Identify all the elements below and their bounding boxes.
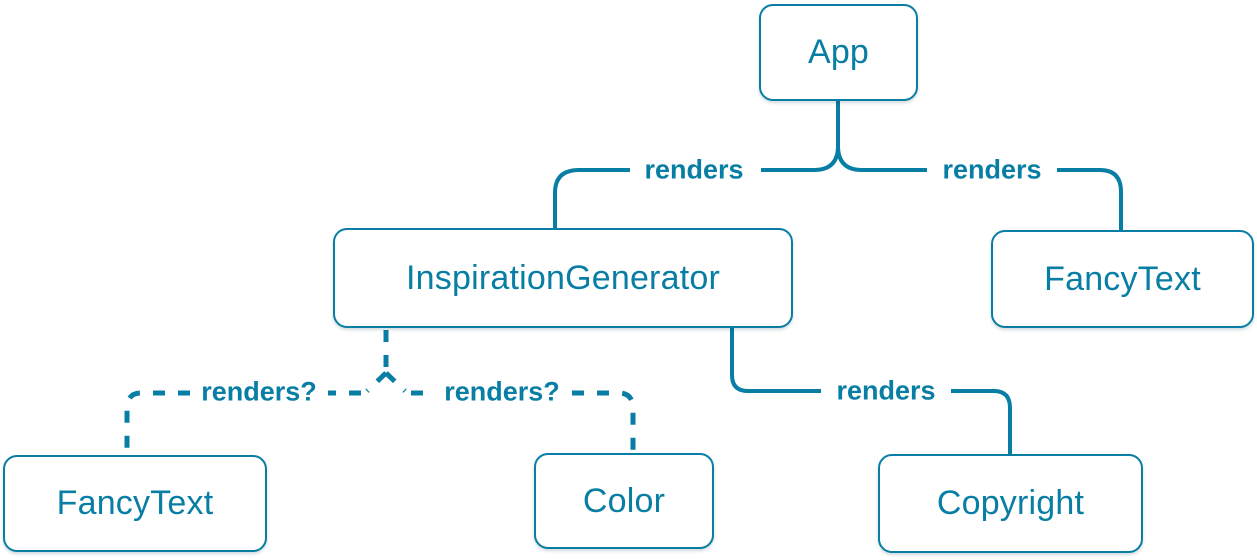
node-copyright: Copyright (878, 454, 1143, 553)
node-color: Color (534, 453, 714, 549)
edge-label-inspirationgenerator-color: renders? (444, 376, 560, 407)
edge-label-app-fancytext: renders (942, 154, 1042, 185)
edge-app-inspirationgenerator-b (553, 168, 630, 228)
edge-inspirationgenerator-copyright-b (951, 389, 1012, 454)
node-fancy-text-bottom: FancyText (3, 455, 267, 552)
edge-dashed-fork-right (384, 371, 407, 393)
edge-inspirationgenerator-fancytext-b (124, 390, 190, 455)
node-app: App (759, 4, 918, 101)
edge-app-fancytext-b (1057, 168, 1123, 230)
node-fancy-text-top: FancyText (991, 230, 1254, 328)
node-inspiration-generator: InspirationGenerator (333, 228, 793, 328)
solid-edges (553, 101, 1123, 454)
edge-label-inspirationgenerator-fancytext: renders? (201, 376, 317, 407)
edge-app-inspirationgenerator-a (761, 145, 840, 172)
edge-inspirationgenerator-color-b (572, 390, 636, 453)
edge-label-inspirationgenerator-copyright: renders (836, 375, 936, 406)
edge-dashed-fork-left (365, 371, 388, 393)
edge-inspirationgenerator-copyright-a (730, 328, 821, 393)
dashed-edges (124, 330, 636, 455)
edge-label-app-inspirationgenerator: renders (644, 154, 744, 185)
edge-app-fancytext-a (836, 145, 927, 172)
